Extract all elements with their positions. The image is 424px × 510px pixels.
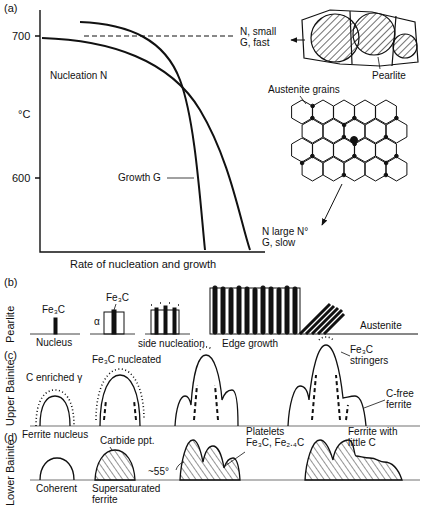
label: Edge growth (222, 338, 278, 349)
label: α (94, 316, 100, 327)
label: C-free ferrite (386, 388, 420, 410)
label: Rate of nucleation and growth (70, 258, 216, 270)
label: Fe₃C (106, 292, 129, 303)
label: 600 (12, 172, 30, 184)
label: (c) (4, 349, 17, 361)
side-label: Pearlite (4, 306, 16, 343)
label: Carbide ppt. (100, 435, 154, 446)
label: Austenite grains (268, 84, 340, 95)
label: Pearlite (372, 70, 406, 81)
label: N large N° G, slow (262, 226, 318, 248)
label: (a) (4, 2, 17, 14)
label: Platelets Fe₃C, Fe₂.₄C (246, 426, 308, 448)
label: Supersaturated ferrite (92, 483, 168, 505)
austenite-grains (292, 100, 407, 181)
label: N, small G, fast (240, 26, 286, 48)
label: 700 (12, 30, 30, 42)
side-label: Upper Bainite (4, 359, 16, 426)
side-label: Lower Bainite (4, 439, 16, 506)
label: Fe₃C stringers (350, 344, 394, 366)
label: (b) (4, 276, 17, 288)
chart (35, 10, 342, 252)
label: Ferrite nucleus (22, 429, 88, 440)
label: Ferrite with little C (348, 426, 410, 448)
label: side nucleation (138, 338, 205, 349)
label: Nucleus (36, 337, 72, 348)
label: C enriched γ (26, 372, 82, 383)
upper-bainite (30, 337, 420, 426)
label: Austenite (360, 320, 402, 331)
label: Coherent (36, 483, 77, 494)
label: Growth G (118, 172, 161, 183)
label: Nucleation N (50, 70, 107, 81)
pearlite-growth (30, 286, 418, 334)
label: ~55° (148, 466, 169, 477)
label: Fe₃C (42, 304, 65, 315)
label: °C (18, 108, 30, 120)
label: Fe₃C nucleated (92, 354, 161, 365)
